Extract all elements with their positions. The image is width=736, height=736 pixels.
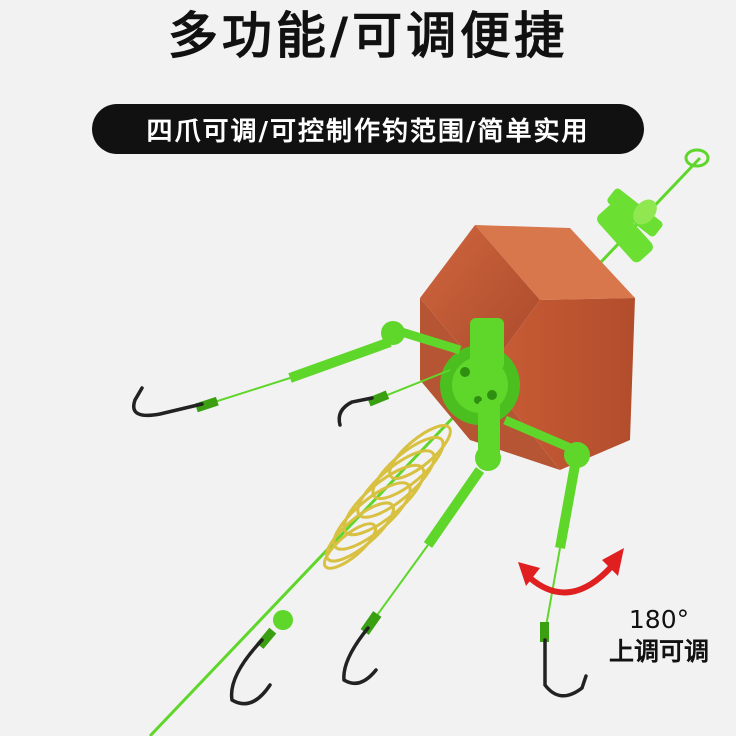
arm-lower-middle	[360, 445, 501, 635]
subtitle-text: 四爪可调/可控制作钓范围/简单实用	[146, 116, 590, 147]
hook-icon	[132, 386, 204, 418]
hook-icon	[337, 396, 374, 427]
arm-upper-left	[194, 321, 462, 413]
rotation-label: 180° 上调可调	[594, 604, 724, 668]
arm-left-short	[367, 369, 451, 407]
hook-icon	[229, 638, 272, 706]
hook-icon	[543, 638, 588, 698]
arm-right	[503, 415, 590, 642]
feeder-spring-icon	[322, 424, 452, 570]
rotation-text: 上调可调	[608, 637, 709, 666]
line-bead	[273, 610, 293, 630]
float-icon	[597, 148, 710, 263]
hook-icon	[342, 626, 378, 686]
rotation-angle: 180°	[628, 605, 690, 634]
rotate-arrow-icon	[518, 548, 624, 596]
page-title: 多功能/可调便捷	[167, 7, 569, 65]
rig-hub	[440, 318, 520, 460]
subtitle-banner: 四爪可调/可控制作钓范围/简单实用	[92, 104, 644, 154]
main-line	[148, 156, 702, 736]
